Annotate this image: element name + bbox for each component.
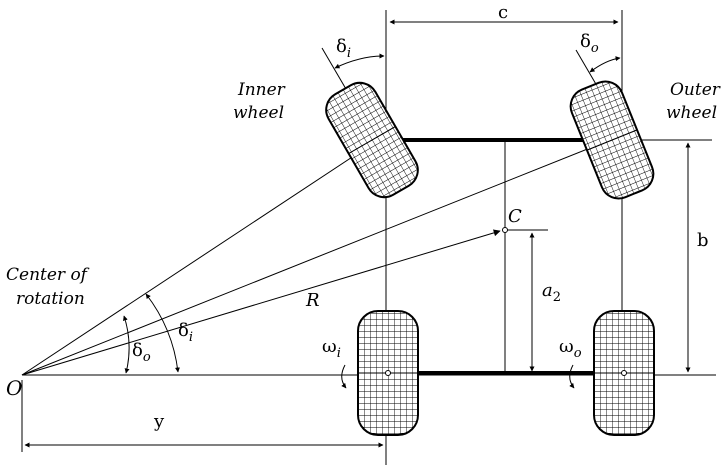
delta-i-angle-label: δi [178, 320, 193, 345]
center-of-rotation-label-line2: rotation [16, 289, 85, 309]
c-label: c [498, 2, 508, 23]
center-point-C [502, 227, 508, 233]
outer-wheel-label-line2: wheel [666, 103, 717, 123]
radius-R-label: R [305, 290, 320, 311]
delta-i-top-label: δi [336, 36, 351, 61]
omega-o-arrow [569, 364, 575, 389]
radius-R-arrow [21, 229, 501, 376]
delta-i-top-arc [334, 53, 385, 69]
delta-o-arc [123, 315, 130, 374]
omega-o-label: ωo [559, 336, 582, 361]
y-label: y [153, 411, 165, 432]
ray-to-outer-wheel [21, 139, 611, 376]
delta-i-arc [145, 293, 180, 373]
inner-front-wheel [325, 81, 419, 199]
inner-wheel-label-line1: Inner [237, 80, 286, 100]
a2-label: a2 [542, 280, 561, 305]
outer-rear-wheel [593, 310, 655, 436]
delta-o-top-label: δo [580, 31, 599, 56]
delta-o-top-arc [589, 56, 621, 73]
outer-front-wheel [569, 80, 655, 200]
inner-wheel-label-line2: wheel [233, 103, 284, 123]
inner-rear-wheel [357, 310, 419, 436]
point-C-label: C [508, 206, 522, 227]
outer-wheel-label-line1: Outer [670, 80, 721, 100]
omega-i-arrow [341, 364, 347, 389]
delta-o-angle-label: δo [132, 340, 151, 365]
ray-to-inner-wheel [21, 139, 379, 376]
b-label: b [697, 230, 709, 251]
omega-i-label: ωi [322, 336, 341, 361]
center-of-rotation-label-line1: Center of [6, 265, 90, 285]
origin-O-label: O [6, 376, 22, 400]
